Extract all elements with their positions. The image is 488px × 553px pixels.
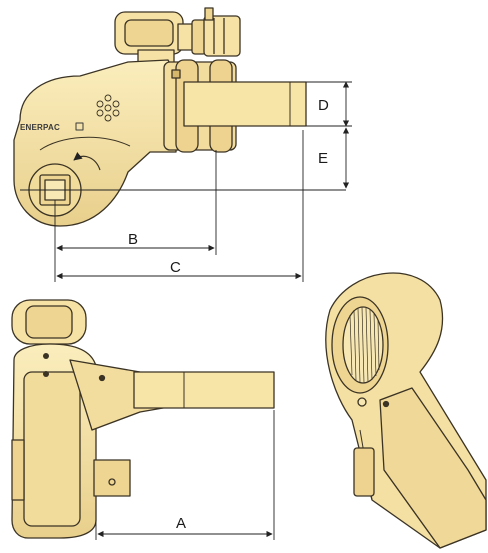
ratchet-teeth bbox=[349, 306, 380, 384]
top-square-drive bbox=[93, 459, 131, 497]
dim-label-c: C bbox=[170, 259, 181, 276]
reaction-arm bbox=[163, 59, 307, 153]
dim-label-e: E bbox=[318, 150, 328, 167]
brand-text: ENERPAC bbox=[20, 123, 60, 132]
dimension-lines-side bbox=[20, 81, 352, 282]
rotation-arrow bbox=[73, 152, 101, 171]
brand-logo: ENERPAC bbox=[20, 122, 84, 132]
ratchet-link-3d-view bbox=[325, 272, 487, 549]
top-reaction-bar bbox=[133, 371, 275, 409]
dim-label-b: B bbox=[128, 231, 138, 248]
dim-label-a: A bbox=[176, 515, 186, 532]
top-view bbox=[11, 299, 275, 539]
decal-rosette-icon bbox=[96, 94, 120, 122]
dimension-lines-top bbox=[95, 410, 275, 540]
dim-label-d: D bbox=[318, 97, 329, 114]
swivel-coupling bbox=[114, 7, 241, 65]
side-view: ENERPAC bbox=[13, 7, 307, 227]
